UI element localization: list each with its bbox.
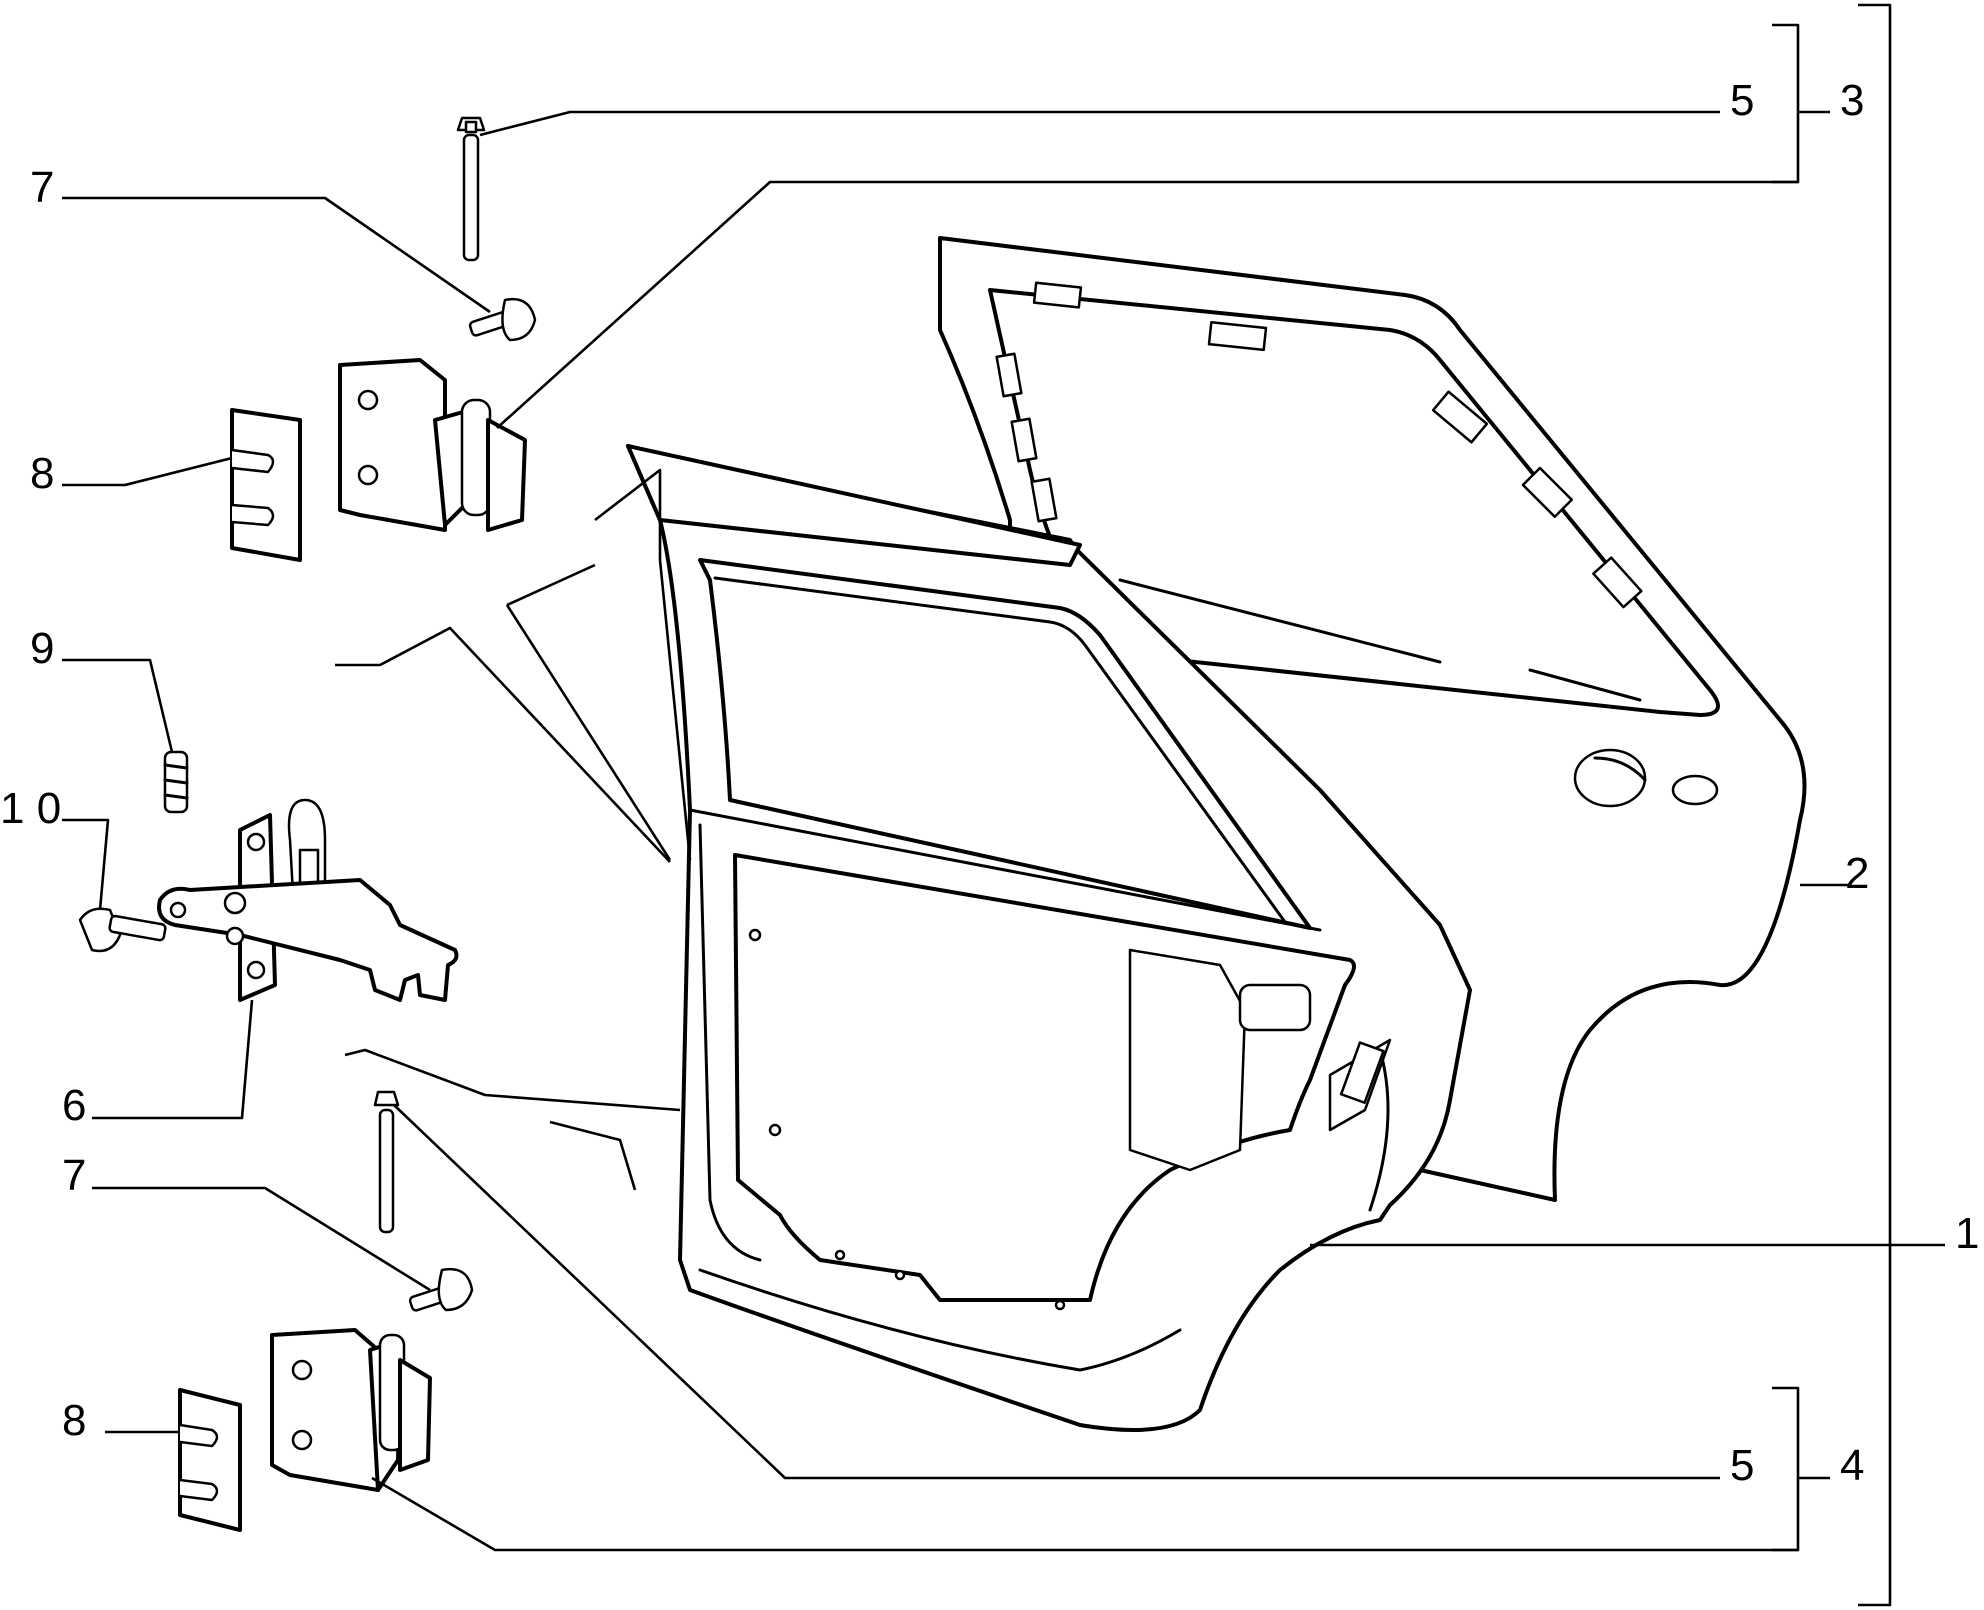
callout-1: 1	[1955, 1209, 1979, 1258]
brackets	[1772, 3, 1892, 1607]
shim-plate-bottom	[178, 1388, 242, 1532]
hinge-bottom	[270, 1328, 432, 1492]
callout-9: 9	[30, 624, 54, 673]
leader-lines	[62, 110, 1945, 1552]
bolt-check-strap	[78, 907, 167, 953]
callout-labels: 5 3 7 8 9 1 0 2 6 7 1 8 5 4	[0, 76, 1979, 1490]
callout-5-top: 5	[1730, 76, 1754, 125]
callout-7-bottom: 7	[62, 1151, 86, 1200]
bolt-bottom	[408, 1267, 474, 1312]
callout-5-bottom: 5	[1730, 1441, 1754, 1490]
callout-8-top: 8	[30, 449, 54, 498]
hinge-pin-bottom	[373, 1090, 400, 1234]
spring-pin	[163, 750, 189, 814]
callout-2: 2	[1845, 849, 1869, 898]
callout-3: 3	[1840, 76, 1864, 125]
callout-7-top: 7	[30, 163, 54, 212]
callout-4: 4	[1840, 1441, 1864, 1490]
shim-plate-top	[230, 408, 302, 562]
callout-6: 6	[62, 1081, 86, 1130]
callout-10: 1 0	[0, 784, 61, 833]
callout-8-bottom: 8	[62, 1396, 86, 1445]
inner-door-shell	[626, 444, 1472, 1432]
hinge-pin-top	[456, 116, 486, 262]
bolt-top	[468, 297, 537, 342]
door-check-strap	[157, 798, 459, 1002]
hinge-top	[338, 358, 527, 532]
